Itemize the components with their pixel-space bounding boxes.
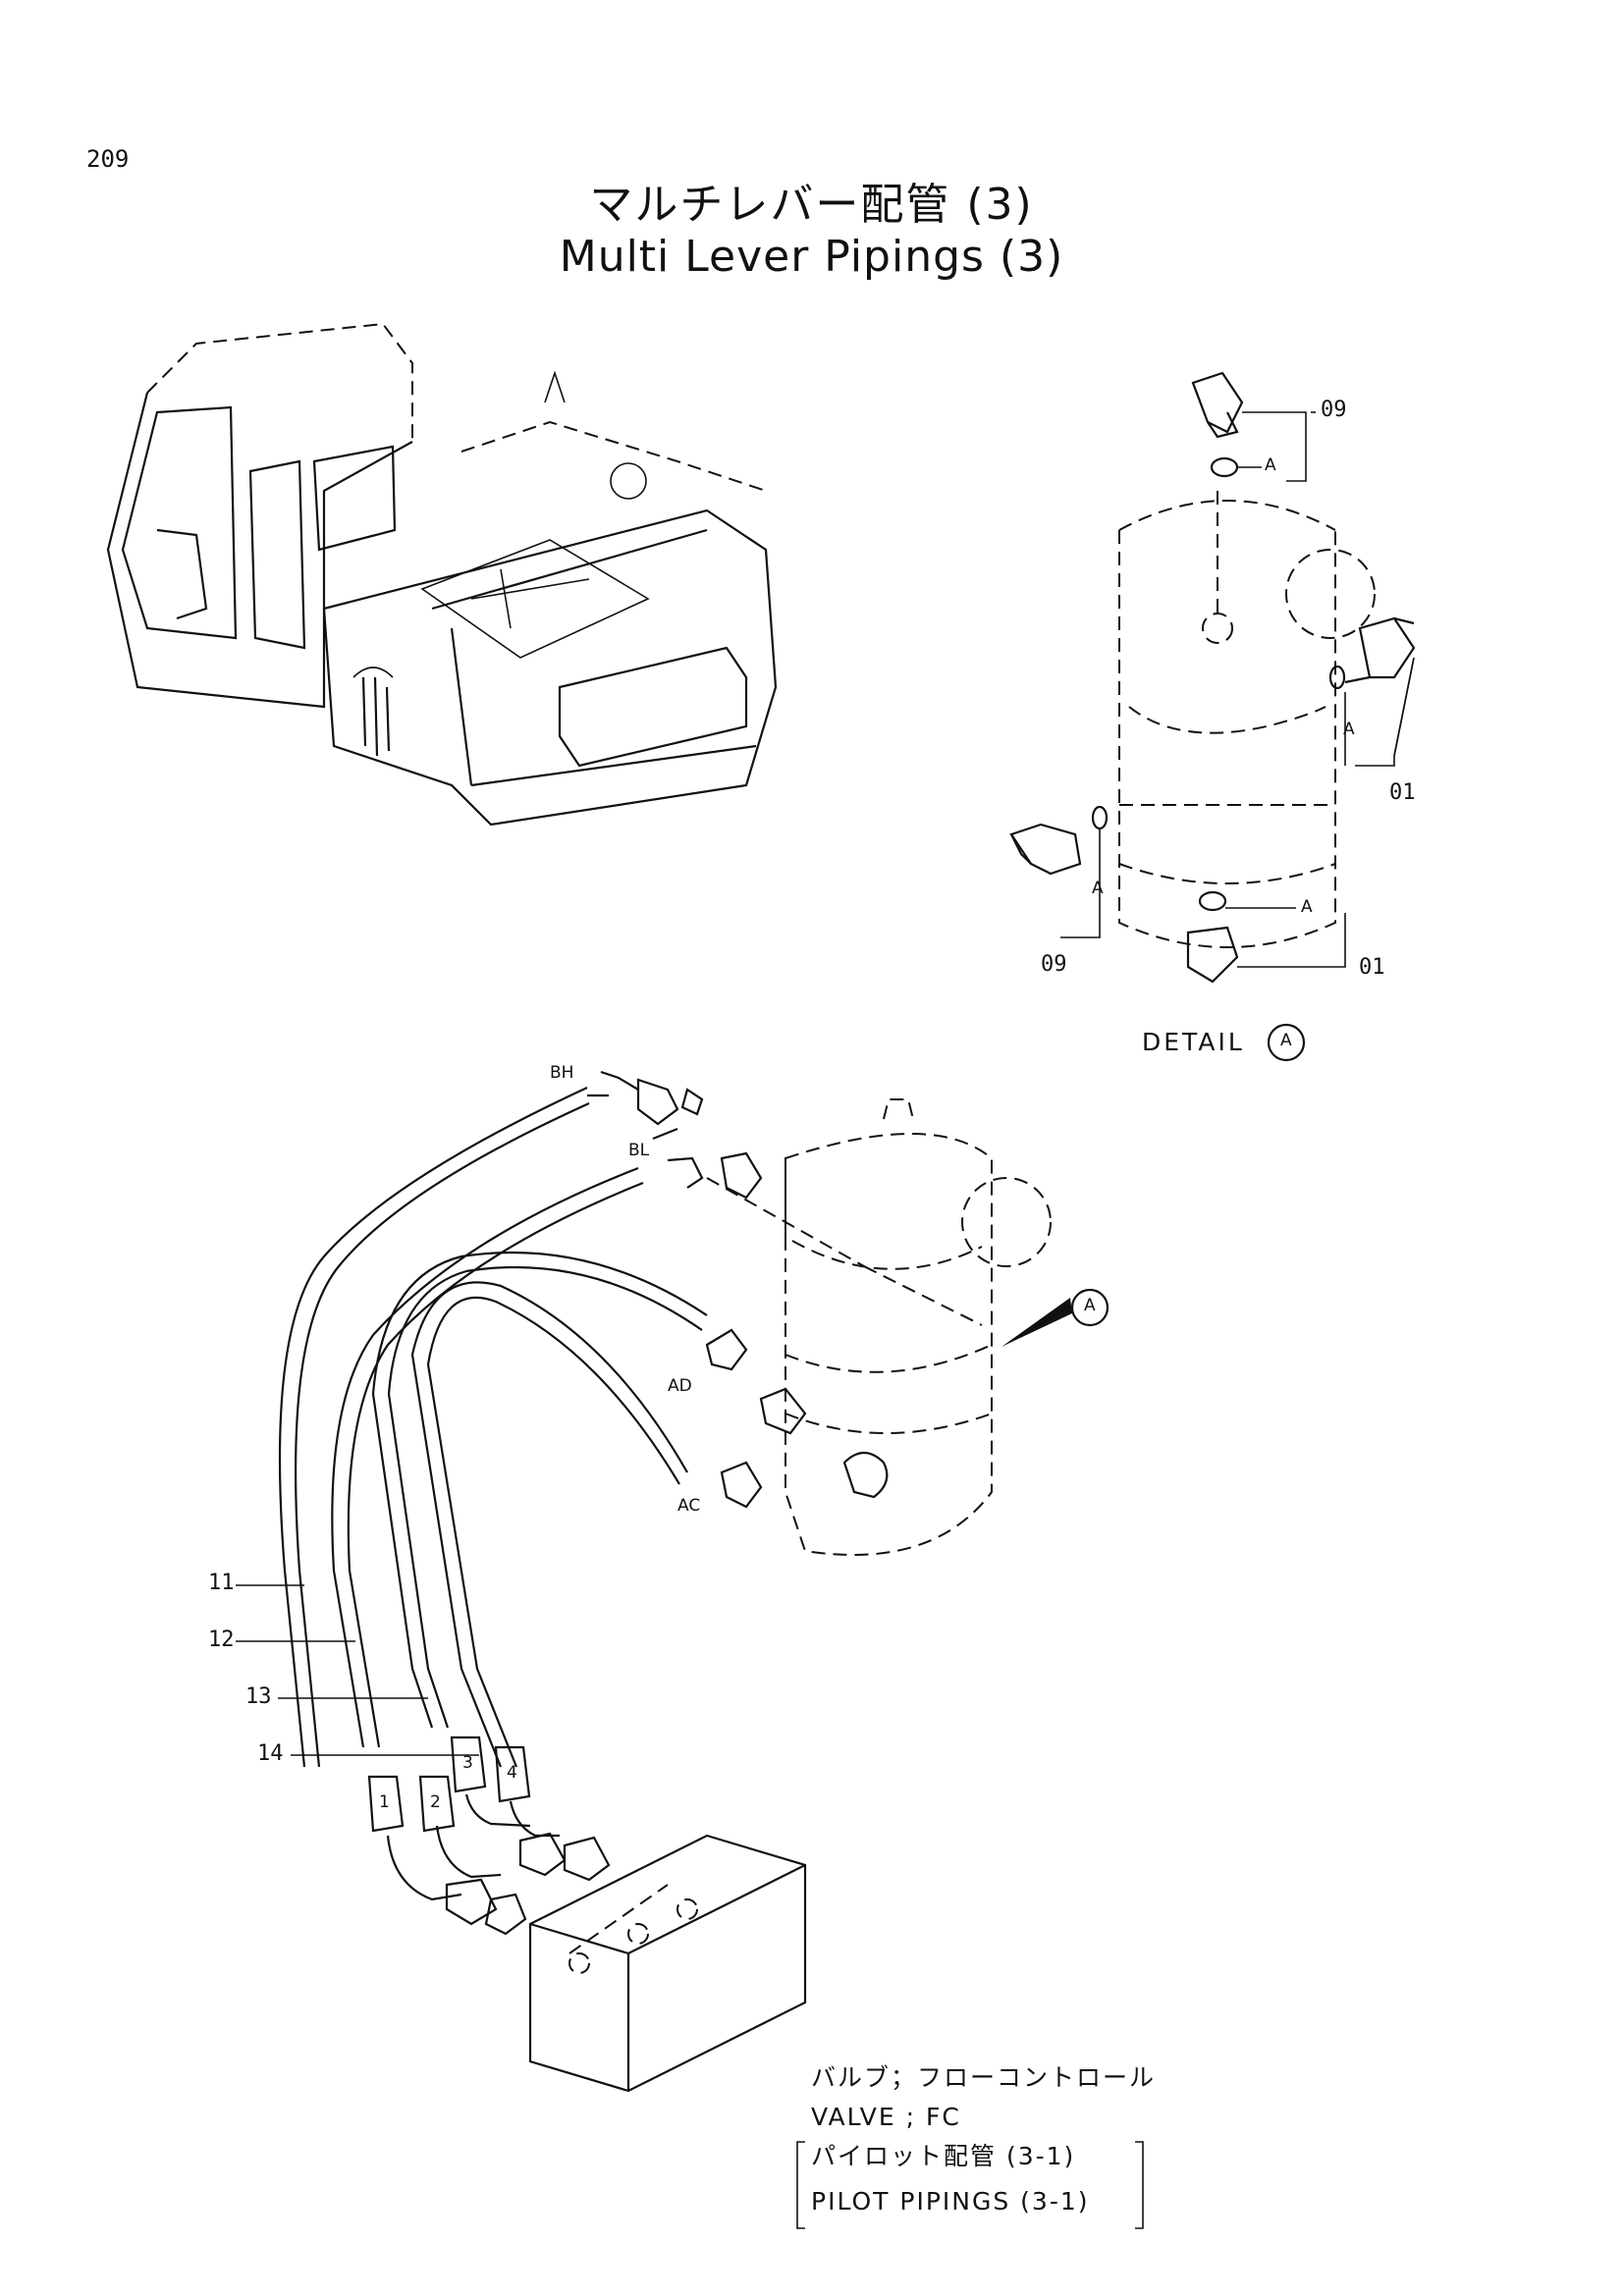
title-japanese: マルチレバー配管 (3) [589,180,1034,230]
note-valve-japanese: バルブ；フローコントロール [811,2063,1157,2092]
hose-12-label: 12 [208,1628,235,1652]
detail-a-callout: A [1280,1031,1292,1050]
hose-number-3: 3 [462,1753,473,1773]
part-01-bottom-label: 01 [1359,955,1385,980]
oring-marker-left: A [1092,879,1104,898]
part-09-left-label: 09 [1041,952,1067,977]
title-english: Multi Lever Pipings (3) [559,232,1064,282]
hose-11-label: 11 [208,1571,235,1595]
hose-number-2: 2 [430,1792,441,1812]
oring-marker-bottom: A [1301,897,1313,917]
hose-number-4: 4 [507,1763,517,1783]
hose-14-label: 14 [257,1741,284,1766]
part-01-right-label: 01 [1389,780,1416,805]
port-ac-label: AC [677,1496,701,1516]
port-bl-label: BL [628,1141,650,1160]
part-09-top-label: 09 [1321,398,1347,422]
note-reference-english: PILOT PIPINGS (3-1) [811,2187,1090,2216]
page-number: 209 [86,145,130,173]
note-valve-english: VALVE ; FC [811,2103,961,2131]
note-reference-japanese: パイロット配管 (3-1) [811,2142,1076,2170]
oring-marker-right: A [1343,720,1355,739]
excavator-overview [106,322,778,827]
detail-a-view [1009,371,1416,1062]
hose-13-label: 13 [245,1684,272,1709]
hose-number-1: 1 [379,1792,390,1812]
detail-a-label: DETAIL [1142,1028,1245,1056]
oring-marker-top: A [1265,455,1276,475]
port-bh-label: BH [550,1063,574,1083]
port-ad-label: AD [668,1376,692,1396]
main-assembly [236,1070,1144,2229]
detail-a-callout-main: A [1084,1296,1096,1315]
